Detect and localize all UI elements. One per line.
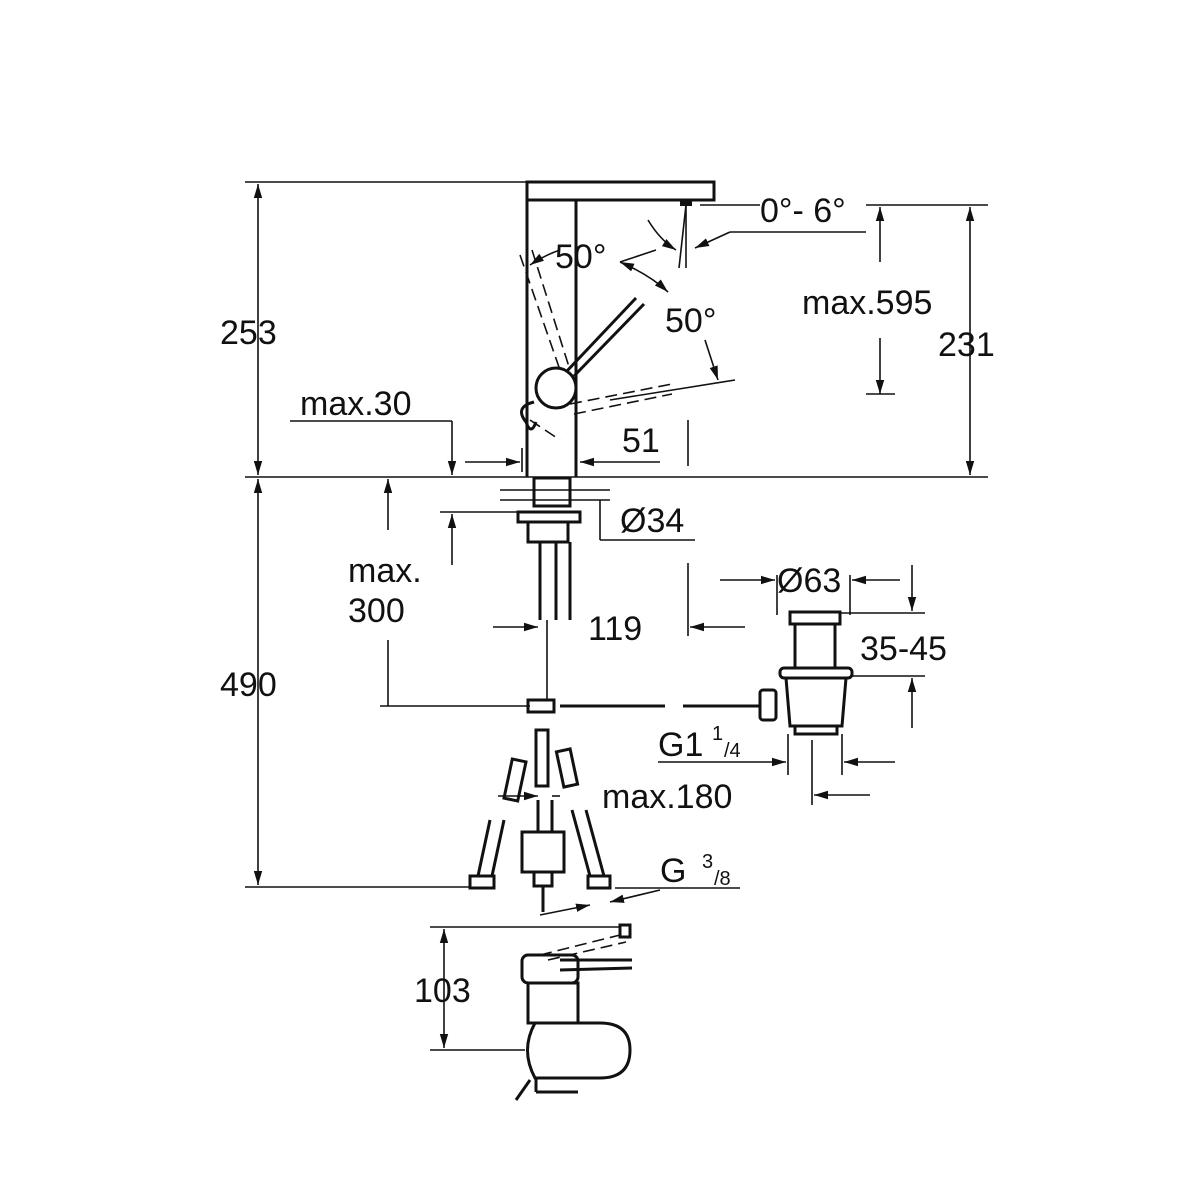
- dim-231: 231: [938, 326, 995, 364]
- lever-side-view: [514, 923, 633, 1101]
- dim-angle-right: 50°: [665, 302, 716, 340]
- dim-angle-left: 50°: [555, 238, 606, 276]
- dim-g1-numerator: 1: [712, 723, 723, 745]
- dim-g1-main: G1: [658, 726, 703, 764]
- lever-dashed-positions: [519, 249, 673, 441]
- dim-119: 119: [588, 610, 642, 648]
- faucet-body: [520, 180, 716, 477]
- dim-max-180: max.180: [602, 778, 732, 816]
- dim-max-300-line1: max.: [348, 552, 422, 590]
- dim-diameter-34: Ø34: [620, 502, 684, 540]
- dim-max-595: max.595: [802, 284, 932, 322]
- supply-hoses: [468, 728, 612, 912]
- dim-490: 490: [220, 666, 277, 704]
- dim-g38-numerator: 3: [702, 851, 713, 873]
- waste-drain: [758, 610, 854, 736]
- dim-51: 51: [622, 422, 660, 460]
- dim-g1-denominator: /4: [724, 740, 741, 762]
- mounting-assembly: [500, 476, 610, 700]
- dim-253: 253: [220, 314, 277, 352]
- dim-g38-denominator: /8: [714, 868, 731, 890]
- dim-g38-main: G: [660, 852, 686, 890]
- dim-diameter-63: Ø63: [777, 562, 841, 600]
- dim-103: 103: [414, 972, 471, 1010]
- dim-tilt: 0°- 6°: [760, 192, 846, 230]
- dim-max-30: max.30: [300, 385, 412, 423]
- dim-max-300-line2: 300: [348, 592, 405, 630]
- dim-35-45: 35-45: [860, 630, 947, 668]
